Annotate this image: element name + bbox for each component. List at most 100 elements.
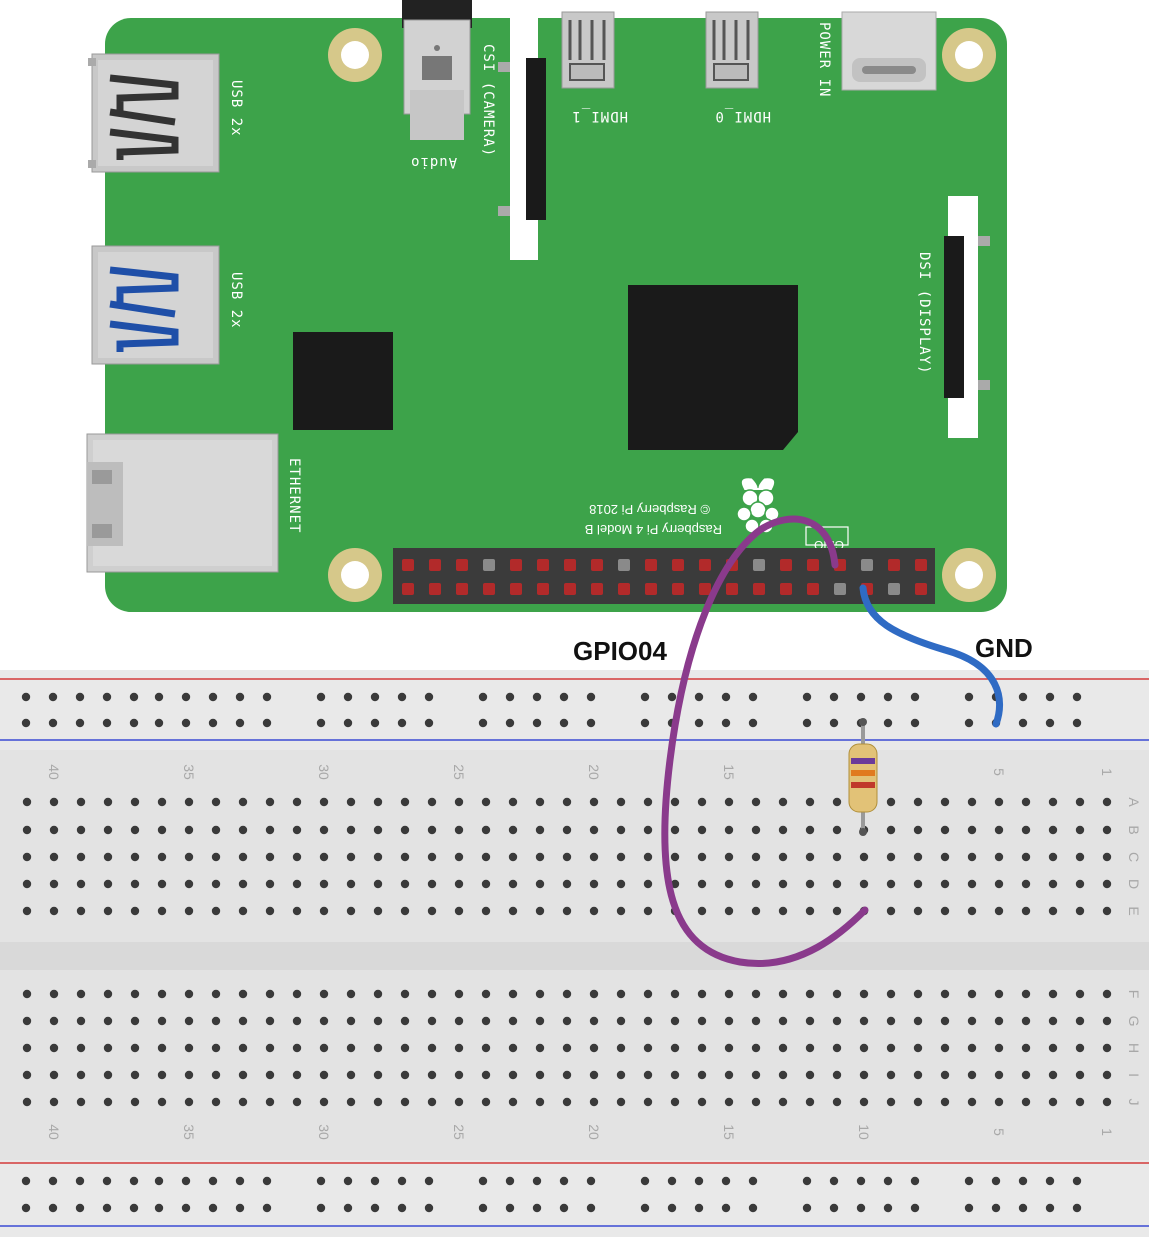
breadboard-hole [1102,797,1112,807]
breadboard-hole [373,852,383,862]
breadboard-hole [292,879,302,889]
breadboard-hole [211,1043,221,1053]
breadboard-hole [397,1203,407,1213]
breadboard-hole [508,989,518,999]
breadboard-hole [76,906,86,916]
column-number: 25 [451,1124,467,1140]
column-number: 35 [181,1124,197,1140]
mounting-hole [942,28,996,82]
breadboard-hole [913,1016,923,1026]
breadboard-hole [454,797,464,807]
breadboard-hole [589,989,599,999]
breadboard-hole [724,852,734,862]
breadboard-hole [697,852,707,862]
breadboard-hole [643,989,653,999]
breadboard-hole [400,906,410,916]
breadboard-hole [208,692,218,702]
breadboard-hole [1048,989,1058,999]
breadboard-hole [829,1176,839,1186]
breadboard-hole [802,1203,812,1213]
soc-chip [628,285,798,450]
column-number: 15 [721,764,737,780]
mounting-hole [328,28,382,82]
breadboard-hole [697,797,707,807]
breadboard-hole [1102,1016,1112,1026]
breadboard-hole [748,1203,758,1213]
breadboard-hole [670,1070,680,1080]
breadboard-hole [292,797,302,807]
gpio-pin [591,559,603,571]
breadboard-hole [400,852,410,862]
breadboard-hole [967,1043,977,1053]
breadboard-hole [157,1097,167,1107]
breadboard-hole [535,906,545,916]
breadboard-hole [1102,906,1112,916]
breadboard-hole [883,1203,893,1213]
breadboard-hole [670,852,680,862]
gpio-pin [915,559,927,571]
breadboard-hole [856,692,866,702]
breadboard-hole [265,852,275,862]
breadboard-hole [805,797,815,807]
breadboard-hole [505,1176,515,1186]
breadboard-hole [397,1176,407,1186]
breadboard-hole [724,797,734,807]
breadboard-hole [184,879,194,889]
breadboard-hole [22,1070,32,1080]
breadboard-hole [1048,1097,1058,1107]
breadboard-hole [208,1176,218,1186]
breadboard-hole [886,1070,896,1080]
breadboard-hole [751,989,761,999]
breadboard-hole [22,1043,32,1053]
breadboard-hole [373,879,383,889]
gpio-pin [753,583,765,595]
breadboard-hole [478,1203,488,1213]
breadboard-hole [832,852,842,862]
breadboard-hole [400,1070,410,1080]
breadboard-hole [751,1043,761,1053]
gpio04-label: GPIO04 [573,636,667,666]
breadboard-hole [940,879,950,889]
row-letter: H [1126,1043,1142,1053]
breadboard-hole [964,718,974,728]
breadboard-hole [1102,879,1112,889]
breadboard-hole [670,879,680,889]
breadboard-hole [454,906,464,916]
breadboard-hole [829,718,839,728]
breadboard-hole [1018,718,1028,728]
breadboard-hole [397,718,407,728]
breadboard-hole [319,852,329,862]
breadboard-hole [778,1097,788,1107]
breadboard-hole [265,989,275,999]
breadboard-hole [991,1203,1001,1213]
breadboard-hole [102,1176,112,1186]
breadboard-hole [343,1176,353,1186]
breadboard-hole [913,989,923,999]
breadboard-hole [130,825,140,835]
breadboard-hole [562,852,572,862]
breadboard-hole [103,1016,113,1026]
breadboard-hole [994,1097,1004,1107]
breadboard-hole [22,797,32,807]
breadboard-hole [103,989,113,999]
breadboard-hole [994,852,1004,862]
breadboard-hole [508,1016,518,1026]
usb-top-label: USB 2x [228,80,244,137]
breadboard-hole [886,1016,896,1026]
breadboard-hole [589,906,599,916]
column-number: 5 [991,768,1007,776]
breadboard-hole [859,1070,869,1080]
breadboard-hole [346,825,356,835]
breadboard-hole [508,1070,518,1080]
breadboard-hole [454,989,464,999]
breadboard-hole [427,797,437,807]
breadboard-hole [1102,1097,1112,1107]
breadboard-hole [370,1203,380,1213]
breadboard-hole [21,1203,31,1213]
gnd-wire [859,584,1004,728]
breadboard-hole [1102,989,1112,999]
breadboard-hole [238,1016,248,1026]
breadboard-hole [76,989,86,999]
breadboard-hole [373,797,383,807]
